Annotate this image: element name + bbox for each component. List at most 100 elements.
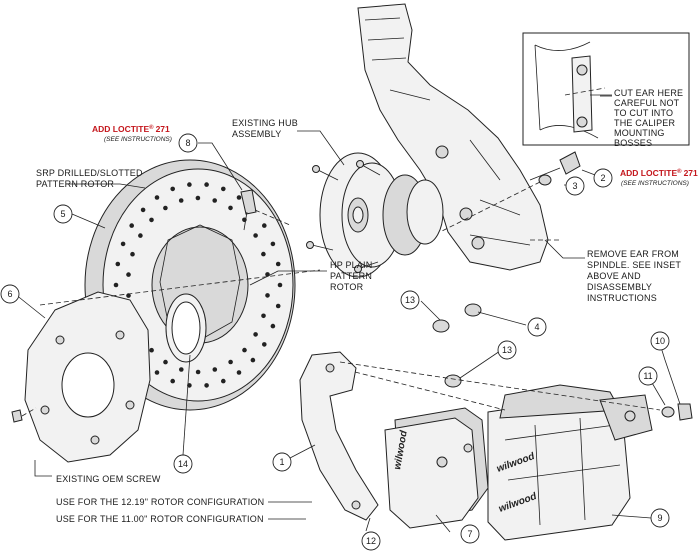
drill-hole <box>261 313 266 319</box>
svg-text:14: 14 <box>178 459 188 469</box>
svg-text:BOSSES: BOSSES <box>614 138 652 148</box>
svg-text:ABOVE AND: ABOVE AND <box>587 271 641 281</box>
drill-hole <box>253 233 258 238</box>
svg-text:11: 11 <box>643 371 652 381</box>
drill-hole <box>138 233 143 238</box>
drill-hole <box>149 347 154 353</box>
svg-text:13: 13 <box>502 345 512 355</box>
svg-text:(SEE INSTRUCTIONS): (SEE INSTRUCTIONS) <box>104 136 172 143</box>
svg-text:TO CUT INTO: TO CUT INTO <box>614 108 673 118</box>
label-existing-hub: EXISTING HUB ASSEMBLY <box>232 118 298 139</box>
drill-hole <box>179 367 184 372</box>
drill-hole <box>212 367 218 372</box>
svg-text:(SEE INSTRUCTIONS): (SEE INSTRUCTIONS) <box>621 180 689 187</box>
svg-text:HP PLAIN: HP PLAIN <box>330 260 372 270</box>
label-cut-ear: CUT EAR HERE CAREFUL NOT TO CUT INTO THE… <box>614 88 683 148</box>
svg-text:5: 5 <box>60 209 65 219</box>
drill-hole <box>275 303 281 309</box>
svg-text:8: 8 <box>185 138 190 148</box>
brake-pads <box>384 407 489 529</box>
drill-hole <box>154 195 160 200</box>
label-srp-rotor: SRP DRILLED/SLOTTED PATTERN ROTOR <box>36 168 143 189</box>
drill-hole <box>228 205 233 211</box>
drill-hole <box>140 207 146 213</box>
drill-hole <box>149 217 154 223</box>
svg-text:SRP DRILLED/SLOTTED: SRP DRILLED/SLOTTED <box>36 168 143 178</box>
drill-hole <box>253 332 258 337</box>
drill-hole <box>261 251 266 257</box>
drill-hole <box>277 282 283 288</box>
svg-text:7: 7 <box>467 529 472 539</box>
drill-hole <box>221 378 226 384</box>
drill-hole <box>236 195 242 200</box>
drill-hole <box>126 293 131 298</box>
svg-text:INSTRUCTIONS: INSTRUCTIONS <box>587 293 657 303</box>
callout-14: 14 <box>173 454 193 474</box>
label-remove-ear: REMOVE EAR FROM SPINDLE. SEE INSET ABOVE… <box>587 249 681 303</box>
callout-3: 3 <box>565 176 585 196</box>
callout-4: 4 <box>527 317 547 337</box>
callout-2: 2 <box>593 168 613 188</box>
svg-text:USE FOR THE 11.00" ROTOR CONFI: USE FOR THE 11.00" ROTOR CONFIGURATION <box>56 514 264 524</box>
label-hp-rotor: HP PLAIN PATTERN ROTOR <box>330 260 372 292</box>
inset-box <box>522 32 690 146</box>
drill-hole <box>204 383 209 388</box>
drill-hole <box>275 261 281 267</box>
drill-hole <box>170 378 175 384</box>
drill-hole <box>262 342 267 347</box>
svg-text:CUT EAR HERE: CUT EAR HERE <box>614 88 683 98</box>
callout-7: 7 <box>460 524 480 544</box>
svg-text:2: 2 <box>600 173 605 183</box>
svg-text:MOUNTING: MOUNTING <box>614 128 665 138</box>
drill-hole <box>250 357 256 363</box>
caliper-bracket <box>299 351 379 521</box>
drill-hole <box>130 251 135 257</box>
svg-text:EXISTING OEM SCREW: EXISTING OEM SCREW <box>56 474 161 484</box>
callout-8: 8 <box>178 133 198 153</box>
callout-5: 5 <box>53 204 73 224</box>
rotor-hat <box>24 291 151 463</box>
svg-text:PATTERN ROTOR: PATTERN ROTOR <box>36 179 114 189</box>
svg-text:1: 1 <box>279 457 284 467</box>
label-existing-oem-screw: EXISTING OEM SCREW <box>56 474 161 484</box>
svg-text:ADD LOCTITE®271: ADD LOCTITE®271 <box>92 124 170 134</box>
callout-13-upper: 13 <box>400 290 420 310</box>
drill-hole <box>187 182 192 187</box>
svg-text:13: 13 <box>405 295 415 305</box>
spindle-knuckle <box>357 3 549 271</box>
drill-hole <box>163 359 168 365</box>
svg-text:SPINDLE. SEE INSET: SPINDLE. SEE INSET <box>587 260 681 270</box>
drill-hole <box>236 370 242 375</box>
callout-10: 10 <box>650 331 670 351</box>
svg-text:6: 6 <box>7 289 12 299</box>
svg-text:3: 3 <box>572 181 577 191</box>
drill-hole <box>262 223 267 228</box>
drill-hole <box>228 359 233 365</box>
drill-hole <box>126 272 131 277</box>
svg-text:USE FOR THE 12.19" ROTOR CONFI: USE FOR THE 12.19" ROTOR CONFIGURATION <box>56 497 264 507</box>
drill-hole <box>129 223 134 228</box>
drill-hole <box>163 205 168 211</box>
drill-hole <box>212 198 217 203</box>
drill-hole <box>242 347 247 353</box>
drill-hole <box>265 293 270 298</box>
svg-text:ROTOR: ROTOR <box>330 282 364 292</box>
hub-assembly <box>306 152 444 278</box>
drill-hole <box>270 323 276 329</box>
dashed-lines <box>21 181 661 417</box>
drill-hole <box>178 198 184 203</box>
drill-hole <box>270 241 276 247</box>
drill-hole <box>120 241 126 247</box>
callout-6: 6 <box>0 284 20 304</box>
svg-text:CAREFUL NOT: CAREFUL NOT <box>614 98 680 108</box>
svg-text:EXISTING HUB: EXISTING HUB <box>232 118 298 128</box>
callout-12: 12 <box>361 531 381 551</box>
svg-text:ASSEMBLY: ASSEMBLY <box>232 129 281 139</box>
drill-hole <box>170 186 175 192</box>
drill-hole <box>115 261 121 267</box>
svg-text:10: 10 <box>655 336 665 346</box>
svg-text:12: 12 <box>366 536 376 546</box>
callout-9: 9 <box>650 508 670 528</box>
